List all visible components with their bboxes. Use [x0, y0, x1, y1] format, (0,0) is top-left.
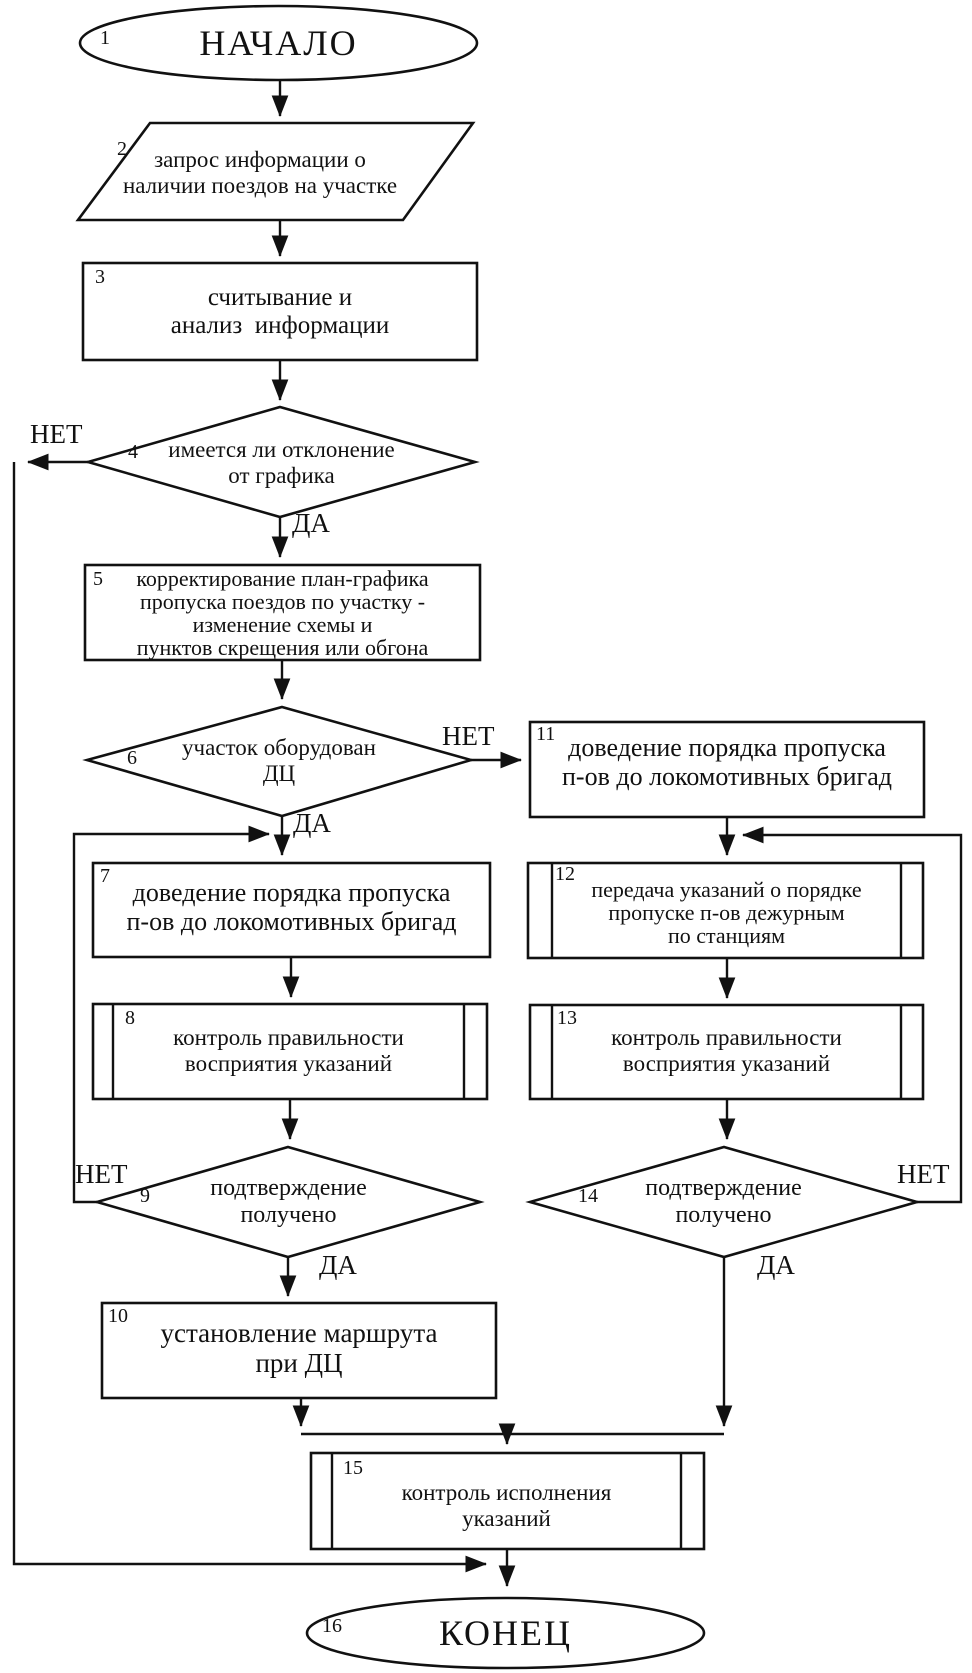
node-end-terminator-shape — [305, 1596, 706, 1670]
node-start-label: НАЧАЛО — [199, 22, 358, 63]
node-check-label: контроль правильности восприятия указани… — [611, 1025, 842, 1076]
dc-no-label: НЕТ — [442, 721, 495, 751]
node-inform-process-shape — [528, 720, 926, 819]
node-adjust-label: корректирование план-графика пропуска по… — [136, 566, 429, 660]
node-adjust-process-shape — [83, 563, 482, 662]
node-check-number: 13 — [557, 1007, 577, 1029]
node-route-number: 10 — [108, 1305, 128, 1327]
confirm-no-label: НЕТ — [897, 1159, 950, 1189]
node-inform-number: 11 — [536, 723, 556, 745]
node-deviation-label: имеется ли отклонение от графика — [168, 437, 395, 488]
node-execution-number: 15 — [343, 1457, 363, 1479]
node-dc-number: 6 — [127, 747, 137, 769]
node-route-label: установление маршрута при ДЦ — [160, 1317, 438, 1378]
node-inform-label: доведение порядка пропуска п-ов до локом… — [562, 732, 892, 791]
node-check-dc-subroutine-shape — [91, 1002, 489, 1101]
node-check-dc-number: 8 — [125, 1007, 135, 1029]
edge-deviation-no-loop-to-end — [12, 462, 487, 1573]
node-transmit-number: 12 — [555, 863, 575, 885]
node-confirm-label: подтверждение получено — [645, 1175, 802, 1228]
node-inform-dc-number: 7 — [100, 865, 110, 887]
node-inform-dc-label: доведение порядка пропуска п-ов до локом… — [126, 877, 457, 936]
edge-confirm-no-loop — [742, 826, 963, 1204]
node-start-number: 1 — [100, 27, 110, 49]
node-inform-dc-process-shape — [91, 861, 492, 959]
node-confirm-dc-label: подтверждение получено — [210, 1175, 367, 1228]
node-request-io-shape — [75, 121, 476, 222]
edge-confirm-dc-no-loop — [72, 825, 270, 1204]
node-execution-label: контроль исполнения указаний — [401, 1480, 612, 1531]
node-confirm-dc-number: 9 — [140, 1185, 150, 1207]
node-dc-decision-shape — [82, 705, 476, 818]
node-start-terminator-shape — [78, 4, 479, 82]
node-confirm-dc-decision-shape — [92, 1145, 485, 1259]
node-check-subroutine-shape — [528, 1003, 925, 1101]
node-transmit-label: передача указаний о порядке пропуске п-о… — [591, 876, 862, 948]
node-execution-subroutine-shape — [309, 1451, 706, 1551]
node-dc-label: участок оборудован ДЦ — [182, 734, 376, 786]
node-route-process-shape — [100, 1301, 498, 1400]
confirm-dc-no-label: НЕТ — [75, 1159, 128, 1189]
dc-yes-label: ДА — [293, 808, 331, 838]
node-transmit-subroutine-shape — [526, 861, 925, 960]
node-read-number: 3 — [95, 266, 105, 288]
node-deviation-decision-shape — [83, 405, 480, 519]
confirm-dc-yes-label: ДА — [319, 1250, 357, 1280]
node-confirm-number: 14 — [578, 1185, 598, 1207]
node-check-dc-label: контроль правильности восприятия указани… — [173, 1025, 404, 1076]
node-read-label: считывание и анализ информации — [170, 284, 390, 339]
deviation-yes-label: ДА — [292, 508, 330, 538]
node-adjust-number: 5 — [93, 568, 103, 590]
node-request-label: запрос информации о наличии поездов на у… — [122, 147, 398, 198]
node-end-number: 16 — [322, 1615, 342, 1637]
node-read-process-shape — [81, 261, 479, 362]
node-deviation-number: 4 — [128, 441, 138, 463]
deviation-no-label: НЕТ — [30, 419, 83, 449]
node-request-number: 2 — [117, 138, 127, 160]
node-confirm-decision-shape — [525, 1145, 922, 1259]
node-end-label: КОНЕЦ — [438, 1612, 573, 1653]
confirm-yes-label: ДА — [757, 1250, 795, 1280]
